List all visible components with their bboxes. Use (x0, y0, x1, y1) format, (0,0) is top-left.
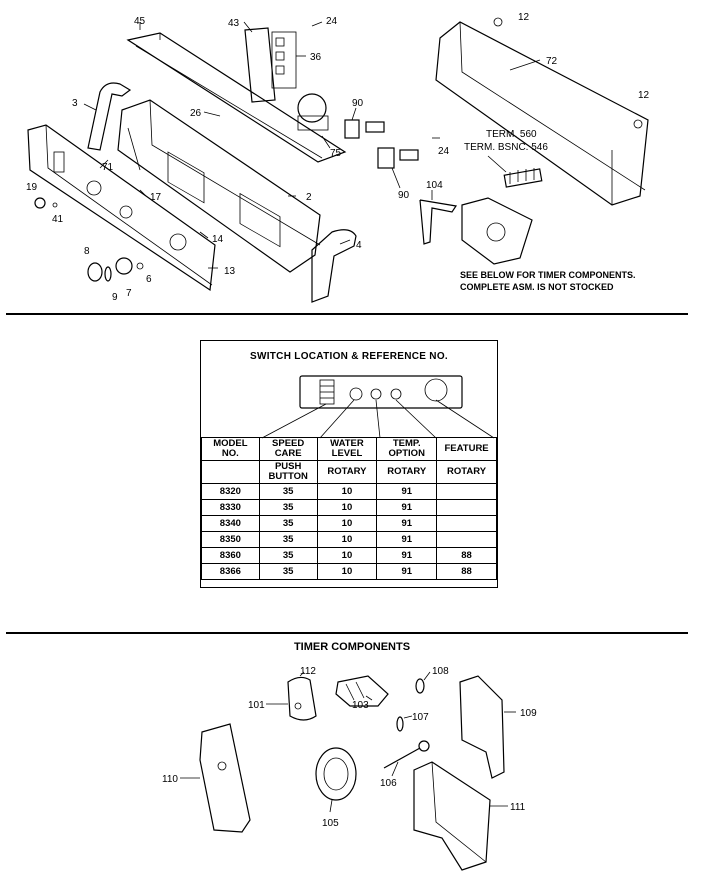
section-divider-top (6, 313, 688, 315)
screw-24a (311, 21, 323, 27)
part-labels: 45 43 24 36 12 72 12 3 26 90 75 24 71 2 … (26, 12, 650, 303)
terminal-block (503, 168, 543, 188)
section-divider-bottom (6, 632, 688, 634)
part-label-103: 103 (352, 700, 369, 711)
table-row: 8366 35 10 91 88 (201, 563, 497, 580)
rotary-switch-lower (377, 147, 419, 169)
timer-assembly (461, 197, 533, 265)
bracket (419, 199, 458, 245)
part-label-6: 6 (146, 274, 152, 285)
console-body (117, 99, 321, 273)
sub-water: ROTARY (316, 460, 378, 484)
part-label-12a: 12 (518, 12, 530, 23)
part-label-45: 45 (134, 16, 146, 27)
screw-12b (633, 119, 643, 129)
part-label-3: 3 (72, 98, 78, 109)
timer-note-1: SEE BELOW FOR TIMER COMPONENTS. (460, 270, 636, 280)
part-label-110: 110 (162, 774, 178, 785)
control-panel-face (27, 124, 216, 292)
part-label-24b: 24 (438, 146, 450, 157)
term-label-2: TERM. BSNC. 546 (464, 142, 548, 153)
part-label-12b: 12 (638, 90, 650, 101)
part-label-2: 2 (306, 192, 312, 203)
part-label-105: 105 (322, 818, 339, 829)
part-label-112: 112 (300, 666, 316, 677)
top-trim-rail (126, 32, 347, 163)
table-row: 8330 35 10 91 (201, 499, 497, 516)
part-label-13: 13 (224, 266, 236, 277)
part-label-9: 9 (112, 292, 118, 303)
timer-note-2: COMPLETE ASM. IS NOT STOCKED (460, 282, 614, 292)
col-feature: FEATURE (436, 437, 497, 461)
part-label-8: 8 (84, 246, 90, 257)
part-label-24a: 24 (326, 16, 338, 27)
timer-part-labels: 112 108 101 103 109 107 110 106 111 105 (162, 666, 537, 829)
rotary-switch-upper (344, 119, 385, 139)
term-label-1: TERM. 560 (486, 129, 537, 140)
part-label-106: 106 (380, 778, 397, 789)
switch-table-title: SWITCH LOCATION & REFERENCE NO. (249, 351, 448, 362)
part-label-43: 43 (228, 18, 240, 29)
sub-feature: ROTARY (436, 460, 497, 484)
timer-components-art (180, 671, 516, 871)
handle-bar (87, 82, 132, 151)
part-label-107: 107 (412, 712, 429, 723)
rear-panel (435, 21, 649, 206)
table-row: 8340 35 10 91 (201, 515, 497, 532)
part-label-71: 71 (102, 162, 114, 173)
sub-temp: ROTARY (376, 460, 438, 484)
part-label-36: 36 (310, 52, 322, 63)
leader-lines (83, 21, 541, 269)
part-label-7: 7 (126, 288, 132, 299)
col-temp: TEMP.OPTION (376, 437, 438, 461)
table-row: 8320 35 10 91 (201, 483, 497, 500)
part-label-90a: 90 (352, 98, 364, 109)
part-label-109: 109 (520, 708, 537, 719)
timer-components-title: TIMER COMPONENTS (293, 641, 411, 653)
part-label-90b: 90 (398, 190, 410, 201)
switch-panel-illustration (261, 375, 495, 439)
part-label-17: 17 (150, 192, 162, 203)
part-label-75: 75 (330, 148, 342, 159)
part-label-4: 4 (356, 240, 362, 251)
part-label-101: 101 (248, 700, 265, 711)
table-row: 8350 35 10 91 (201, 531, 497, 548)
part-label-72: 72 (546, 56, 558, 67)
part-label-104: 104 (426, 180, 443, 191)
table-row: 8360 35 10 91 88 (201, 547, 497, 564)
part-label-108: 108 (432, 666, 449, 677)
pressure-switch (297, 93, 329, 131)
screw-12a (493, 17, 503, 27)
part-label-26: 26 (190, 108, 202, 119)
knob-parts (34, 197, 144, 282)
part-label-19: 19 (26, 182, 38, 193)
switch-43-36 (244, 27, 297, 103)
part-label-111: 111 (510, 802, 526, 813)
end-cap (311, 229, 357, 303)
part-label-14: 14 (212, 234, 224, 245)
part-label-41: 41 (52, 214, 64, 225)
